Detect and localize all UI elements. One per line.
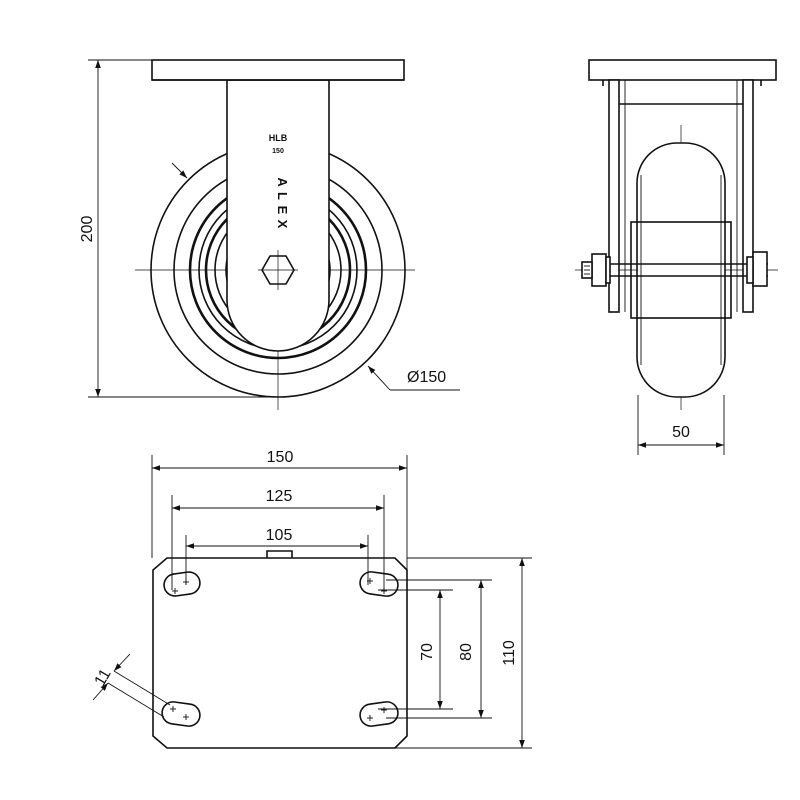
fork-leg-left bbox=[608, 79, 620, 313]
side-wheel bbox=[636, 142, 726, 398]
side-top-plate bbox=[588, 59, 777, 81]
axle-spacer-right bbox=[746, 256, 754, 284]
mounting-slot-bottom-left bbox=[161, 701, 201, 727]
dim-label-200: 200 bbox=[79, 216, 96, 243]
dimension-slot-width-11: 11 bbox=[92, 653, 171, 718]
axle-nut-left bbox=[591, 253, 607, 287]
dim-label-110: 110 bbox=[501, 640, 518, 666]
side-view: 50 bbox=[575, 59, 778, 455]
mounting-plate bbox=[152, 557, 408, 749]
brand-letter-l: L bbox=[275, 192, 290, 200]
dimension-width-50: 50 bbox=[637, 395, 725, 455]
brand-letter-a: A bbox=[275, 177, 290, 187]
top-plate bbox=[151, 59, 405, 81]
dimension-plate-width-150: 150 bbox=[151, 449, 408, 570]
mounting-slot-bottom-right bbox=[359, 701, 399, 727]
dimension-height-200: 200 bbox=[79, 59, 278, 398]
dimension-slot-spacing-70: 70 bbox=[419, 590, 443, 709]
mounting-slot-top-right bbox=[359, 571, 399, 597]
dim-label-105: 105 bbox=[266, 527, 293, 544]
brand-letter-x: X bbox=[275, 220, 290, 229]
dimension-bolt-spacing-105: 105 bbox=[185, 527, 369, 585]
mounting-slot-top-left bbox=[163, 571, 201, 597]
dimension-slot-spacing-80: 80 bbox=[458, 580, 484, 718]
brand-logo: A L E X bbox=[275, 177, 290, 228]
dimension-plate-length-110: 110 bbox=[501, 558, 525, 748]
marking-150: 150 bbox=[272, 148, 284, 155]
plate-view: 150 125 105 70 80 bbox=[92, 449, 532, 749]
dim-label-11: 11 bbox=[92, 666, 115, 689]
marking-hlb: HLB bbox=[269, 133, 288, 143]
brand-letter-e: E bbox=[275, 206, 290, 215]
side-hub bbox=[630, 221, 732, 319]
dim-label-80: 80 bbox=[458, 643, 475, 661]
axle-spacer-left bbox=[605, 256, 611, 284]
dim-label-150: 150 bbox=[267, 449, 294, 466]
dim-label-125: 125 bbox=[266, 488, 293, 505]
dim-label-diameter: Ø150 bbox=[407, 369, 446, 386]
fork-leg-right bbox=[742, 79, 754, 313]
axle-head-right bbox=[752, 251, 768, 287]
fork-body bbox=[226, 79, 330, 352]
dimension-diameter-150: Ø150 bbox=[367, 365, 460, 391]
dim-label-50: 50 bbox=[672, 424, 690, 441]
dimension-bolt-spacing-125: 125 bbox=[171, 488, 385, 590]
front-view: HLB 150 A L E X 200 Ø150 bbox=[79, 59, 460, 410]
dim-label-70: 70 bbox=[419, 643, 436, 661]
